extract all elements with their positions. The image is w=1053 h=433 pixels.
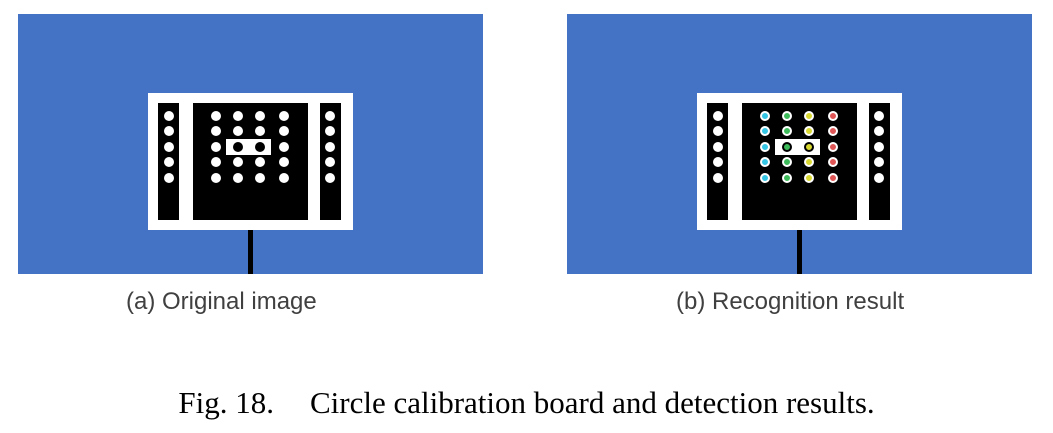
grid-dot xyxy=(828,142,838,152)
grid-dot xyxy=(211,126,221,136)
grid-dot xyxy=(828,157,838,167)
side-dot xyxy=(164,173,174,183)
side-dot xyxy=(874,111,884,121)
grid-dot xyxy=(782,157,792,167)
grid-dot xyxy=(233,111,243,121)
grid-dot xyxy=(782,111,792,121)
grid-dot xyxy=(782,173,792,183)
board-center-panel xyxy=(742,103,857,220)
grid-dot xyxy=(804,157,814,167)
grid-dot xyxy=(828,111,838,121)
grid-dot xyxy=(828,173,838,183)
grid-dot xyxy=(233,173,243,183)
grid-dot xyxy=(782,142,792,152)
grid-dot xyxy=(760,111,770,121)
grid-dot xyxy=(211,142,221,152)
grid-dot xyxy=(760,126,770,136)
side-dot xyxy=(874,157,884,167)
grid-dot xyxy=(279,126,289,136)
grid-dot xyxy=(804,126,814,136)
side-dot xyxy=(713,142,723,152)
grid-dot xyxy=(760,142,770,152)
calibration-board-recognition xyxy=(697,93,902,274)
calibration-board-original xyxy=(148,93,353,274)
side-dot xyxy=(325,157,335,167)
grid-dot xyxy=(255,157,265,167)
grid-dot xyxy=(233,142,243,152)
side-dot xyxy=(164,126,174,136)
figure-caption-text: Circle calibration board and detection r… xyxy=(309,385,875,420)
board-stand xyxy=(248,228,253,274)
grid-dot xyxy=(211,157,221,167)
grid-dot xyxy=(211,111,221,121)
subcaption-a: (a) Original image xyxy=(126,288,317,315)
side-dot xyxy=(874,173,884,183)
side-dot xyxy=(164,111,174,121)
grid-dot xyxy=(233,157,243,167)
grid-dot xyxy=(255,126,265,136)
board-center-panel xyxy=(193,103,308,220)
side-dot xyxy=(325,126,335,136)
side-dot xyxy=(325,173,335,183)
grid-dot xyxy=(782,126,792,136)
grid-dot xyxy=(760,157,770,167)
side-dot xyxy=(874,126,884,136)
figure-label: Fig. 18. xyxy=(178,385,274,420)
figure-caption: Fig. 18. Circle calibration board and det… xyxy=(0,385,1053,421)
side-dot xyxy=(713,173,723,183)
subcaption-b: (b) Recognition result xyxy=(676,288,905,315)
grid-dot xyxy=(255,111,265,121)
grid-dot xyxy=(804,173,814,183)
grid-dot xyxy=(255,142,265,152)
grid-dot xyxy=(279,111,289,121)
side-dot xyxy=(713,111,723,121)
panel-recognition-result xyxy=(567,14,1032,274)
side-dot xyxy=(713,126,723,136)
board-stand xyxy=(797,228,802,274)
side-dot xyxy=(874,142,884,152)
grid-dot xyxy=(233,126,243,136)
side-dot xyxy=(713,157,723,167)
grid-dot xyxy=(828,126,838,136)
grid-dot xyxy=(804,111,814,121)
grid-dot xyxy=(279,173,289,183)
grid-dot xyxy=(279,157,289,167)
panel-original-image xyxy=(18,14,483,274)
grid-dot xyxy=(255,173,265,183)
side-dot xyxy=(164,142,174,152)
grid-dot xyxy=(279,142,289,152)
side-dot xyxy=(325,111,335,121)
side-dot xyxy=(164,157,174,167)
grid-dot xyxy=(760,173,770,183)
grid-dot xyxy=(211,173,221,183)
grid-dot xyxy=(804,142,814,152)
side-dot xyxy=(325,142,335,152)
